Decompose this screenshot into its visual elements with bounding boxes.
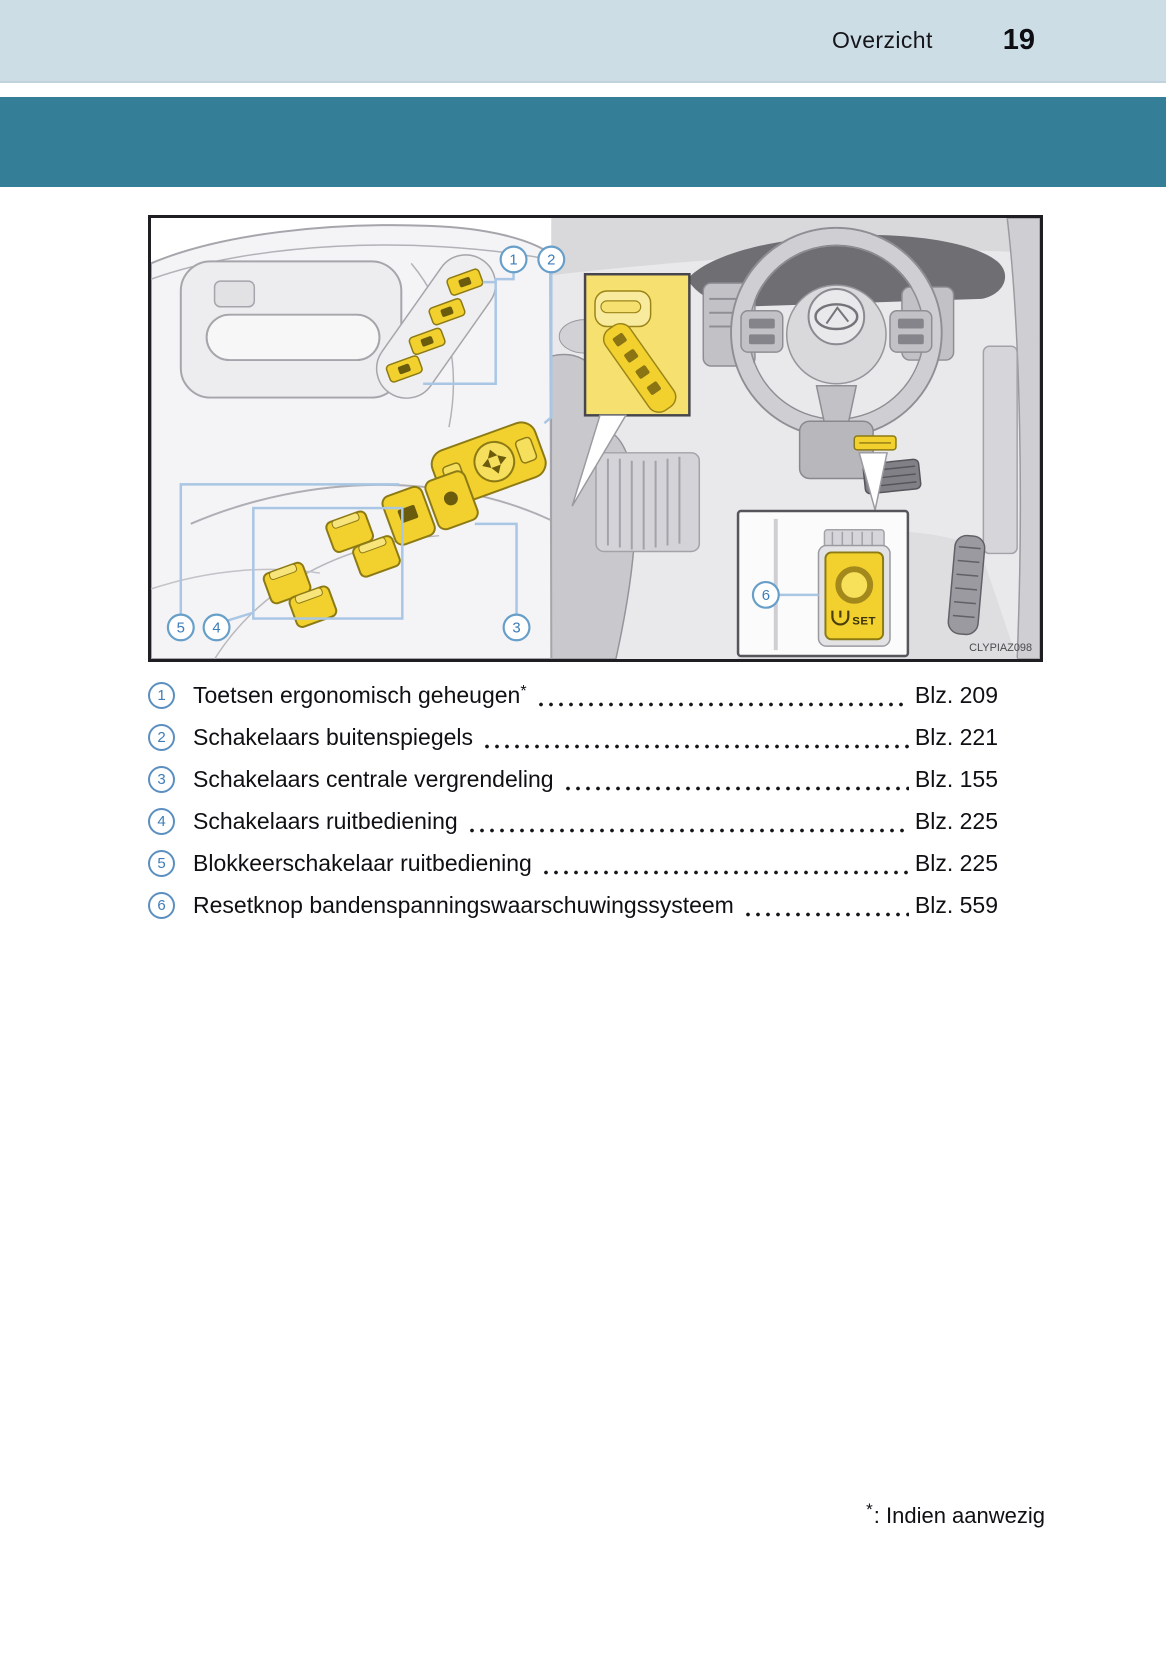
legend-label-text: Resetknop bandenspanningswaarschuwingssy…: [193, 891, 734, 918]
legend-label: Schakelaars ruitbediening: [193, 808, 458, 835]
chapter-color-band: [0, 97, 1166, 187]
legend-item-4: 4 Schakelaars ruitbediening Blz. 225: [148, 800, 1043, 842]
footnote: *: Indien aanwezig: [866, 1500, 1045, 1529]
steering-wheel: [730, 226, 943, 480]
legend-list: 1 Toetsen ergonomisch geheugen* Blz. 209…: [148, 674, 1043, 926]
svg-text:1: 1: [509, 252, 517, 268]
interior-illustration: SET 1: [151, 218, 1040, 659]
window-switches: [262, 510, 401, 628]
callout-number: 2: [148, 723, 175, 751]
figure-code: CLYPIAZ098: [969, 642, 1032, 654]
page-reference: Blz. 155: [914, 765, 998, 792]
page-number: 19: [1002, 24, 1035, 56]
footnote-marker: *: [520, 682, 527, 700]
page-reference: Blz. 225: [914, 849, 998, 876]
svg-text:5: 5: [177, 620, 185, 636]
legend-label: Blokkeerschakelaar ruitbediening: [193, 850, 532, 877]
svg-text:4: 4: [212, 620, 220, 636]
legend-label-text: Schakelaars buitenspiegels: [193, 723, 474, 750]
tpms-reset-inset: SET: [736, 509, 910, 658]
callout-number: 3: [148, 765, 175, 793]
legend-label: Toetsen ergonomisch geheugen*: [193, 682, 527, 709]
legend-item-5: 5 Blokkeerschakelaar ruitbediening Blz. …: [148, 842, 1043, 884]
figure-callout-3: 3: [502, 613, 531, 642]
footnote-text: : Indien aanwezig: [873, 1503, 1045, 1528]
legend-label: Schakelaars buitenspiegels: [193, 724, 473, 751]
figure-callout-2: 2: [537, 245, 566, 274]
figure-callout-4: 4: [202, 613, 231, 642]
legend-label: Resetknop bandenspanningswaarschuwingssy…: [193, 892, 734, 919]
legend-item-2: 2 Schakelaars buitenspiegels Blz. 221: [148, 716, 1043, 758]
legend-item-3: 3 Schakelaars centrale vergrendeling Blz…: [148, 758, 1043, 800]
figure-callout-6: 6: [751, 580, 780, 609]
legend-item-6: 6 Resetknop bandenspanningswaarschuwings…: [148, 884, 1043, 926]
lexus-emblem: [807, 288, 866, 346]
page-reference: Blz. 559: [914, 891, 998, 918]
seat-memory-buttons: [385, 268, 484, 383]
page-reference: Blz. 221: [914, 723, 998, 750]
section-title: Overzicht: [832, 27, 933, 53]
callout-number: 6: [148, 891, 175, 919]
legend-label-text: Toetsen ergonomisch geheugen: [193, 681, 521, 708]
tpms-zoom-arrow: [858, 452, 888, 511]
callouts: 1 2 5 4 3: [166, 245, 780, 642]
leader-dots: [482, 744, 909, 749]
legend-label-text: Blokkeerschakelaar ruitbediening: [193, 849, 532, 876]
leader-lines: [179, 272, 819, 622]
callout-number: 1: [148, 681, 175, 709]
tpms-button-location: [853, 435, 897, 451]
legend-label-text: Schakelaars centrale vergrendeling: [193, 765, 554, 792]
page-reference: Blz. 209: [914, 681, 998, 708]
callout-number: 4: [148, 807, 175, 835]
leader-dots: [562, 786, 909, 791]
leader-dots: [466, 828, 909, 833]
figure-callout-1: 1: [499, 245, 528, 274]
leader-dots: [742, 912, 909, 917]
footnote-asterisk: *: [866, 1500, 873, 1519]
set-button: SET: [824, 551, 885, 641]
set-button-label: SET: [852, 616, 876, 628]
accelerator-pedal: [947, 534, 986, 636]
svg-text:6: 6: [762, 588, 770, 604]
leader-dots: [535, 702, 909, 707]
legend-label-text: Schakelaars ruitbediening: [193, 807, 458, 834]
callout-number: 5: [148, 849, 175, 877]
page-reference: Blz. 225: [914, 807, 998, 834]
leader-dots: [540, 870, 909, 875]
header-band: Overzicht 19: [0, 0, 1166, 83]
svg-text:2: 2: [547, 252, 555, 268]
overview-figure: SET 1: [148, 215, 1043, 662]
legend-item-1: 1 Toetsen ergonomisch geheugen* Blz. 209: [148, 674, 1043, 716]
highlight-inset: [583, 273, 691, 417]
inset-zoom-arrow: [571, 414, 628, 507]
svg-text:3: 3: [512, 620, 520, 636]
legend-label: Schakelaars centrale vergrendeling: [193, 766, 554, 793]
figure-callout-5: 5: [166, 613, 195, 642]
